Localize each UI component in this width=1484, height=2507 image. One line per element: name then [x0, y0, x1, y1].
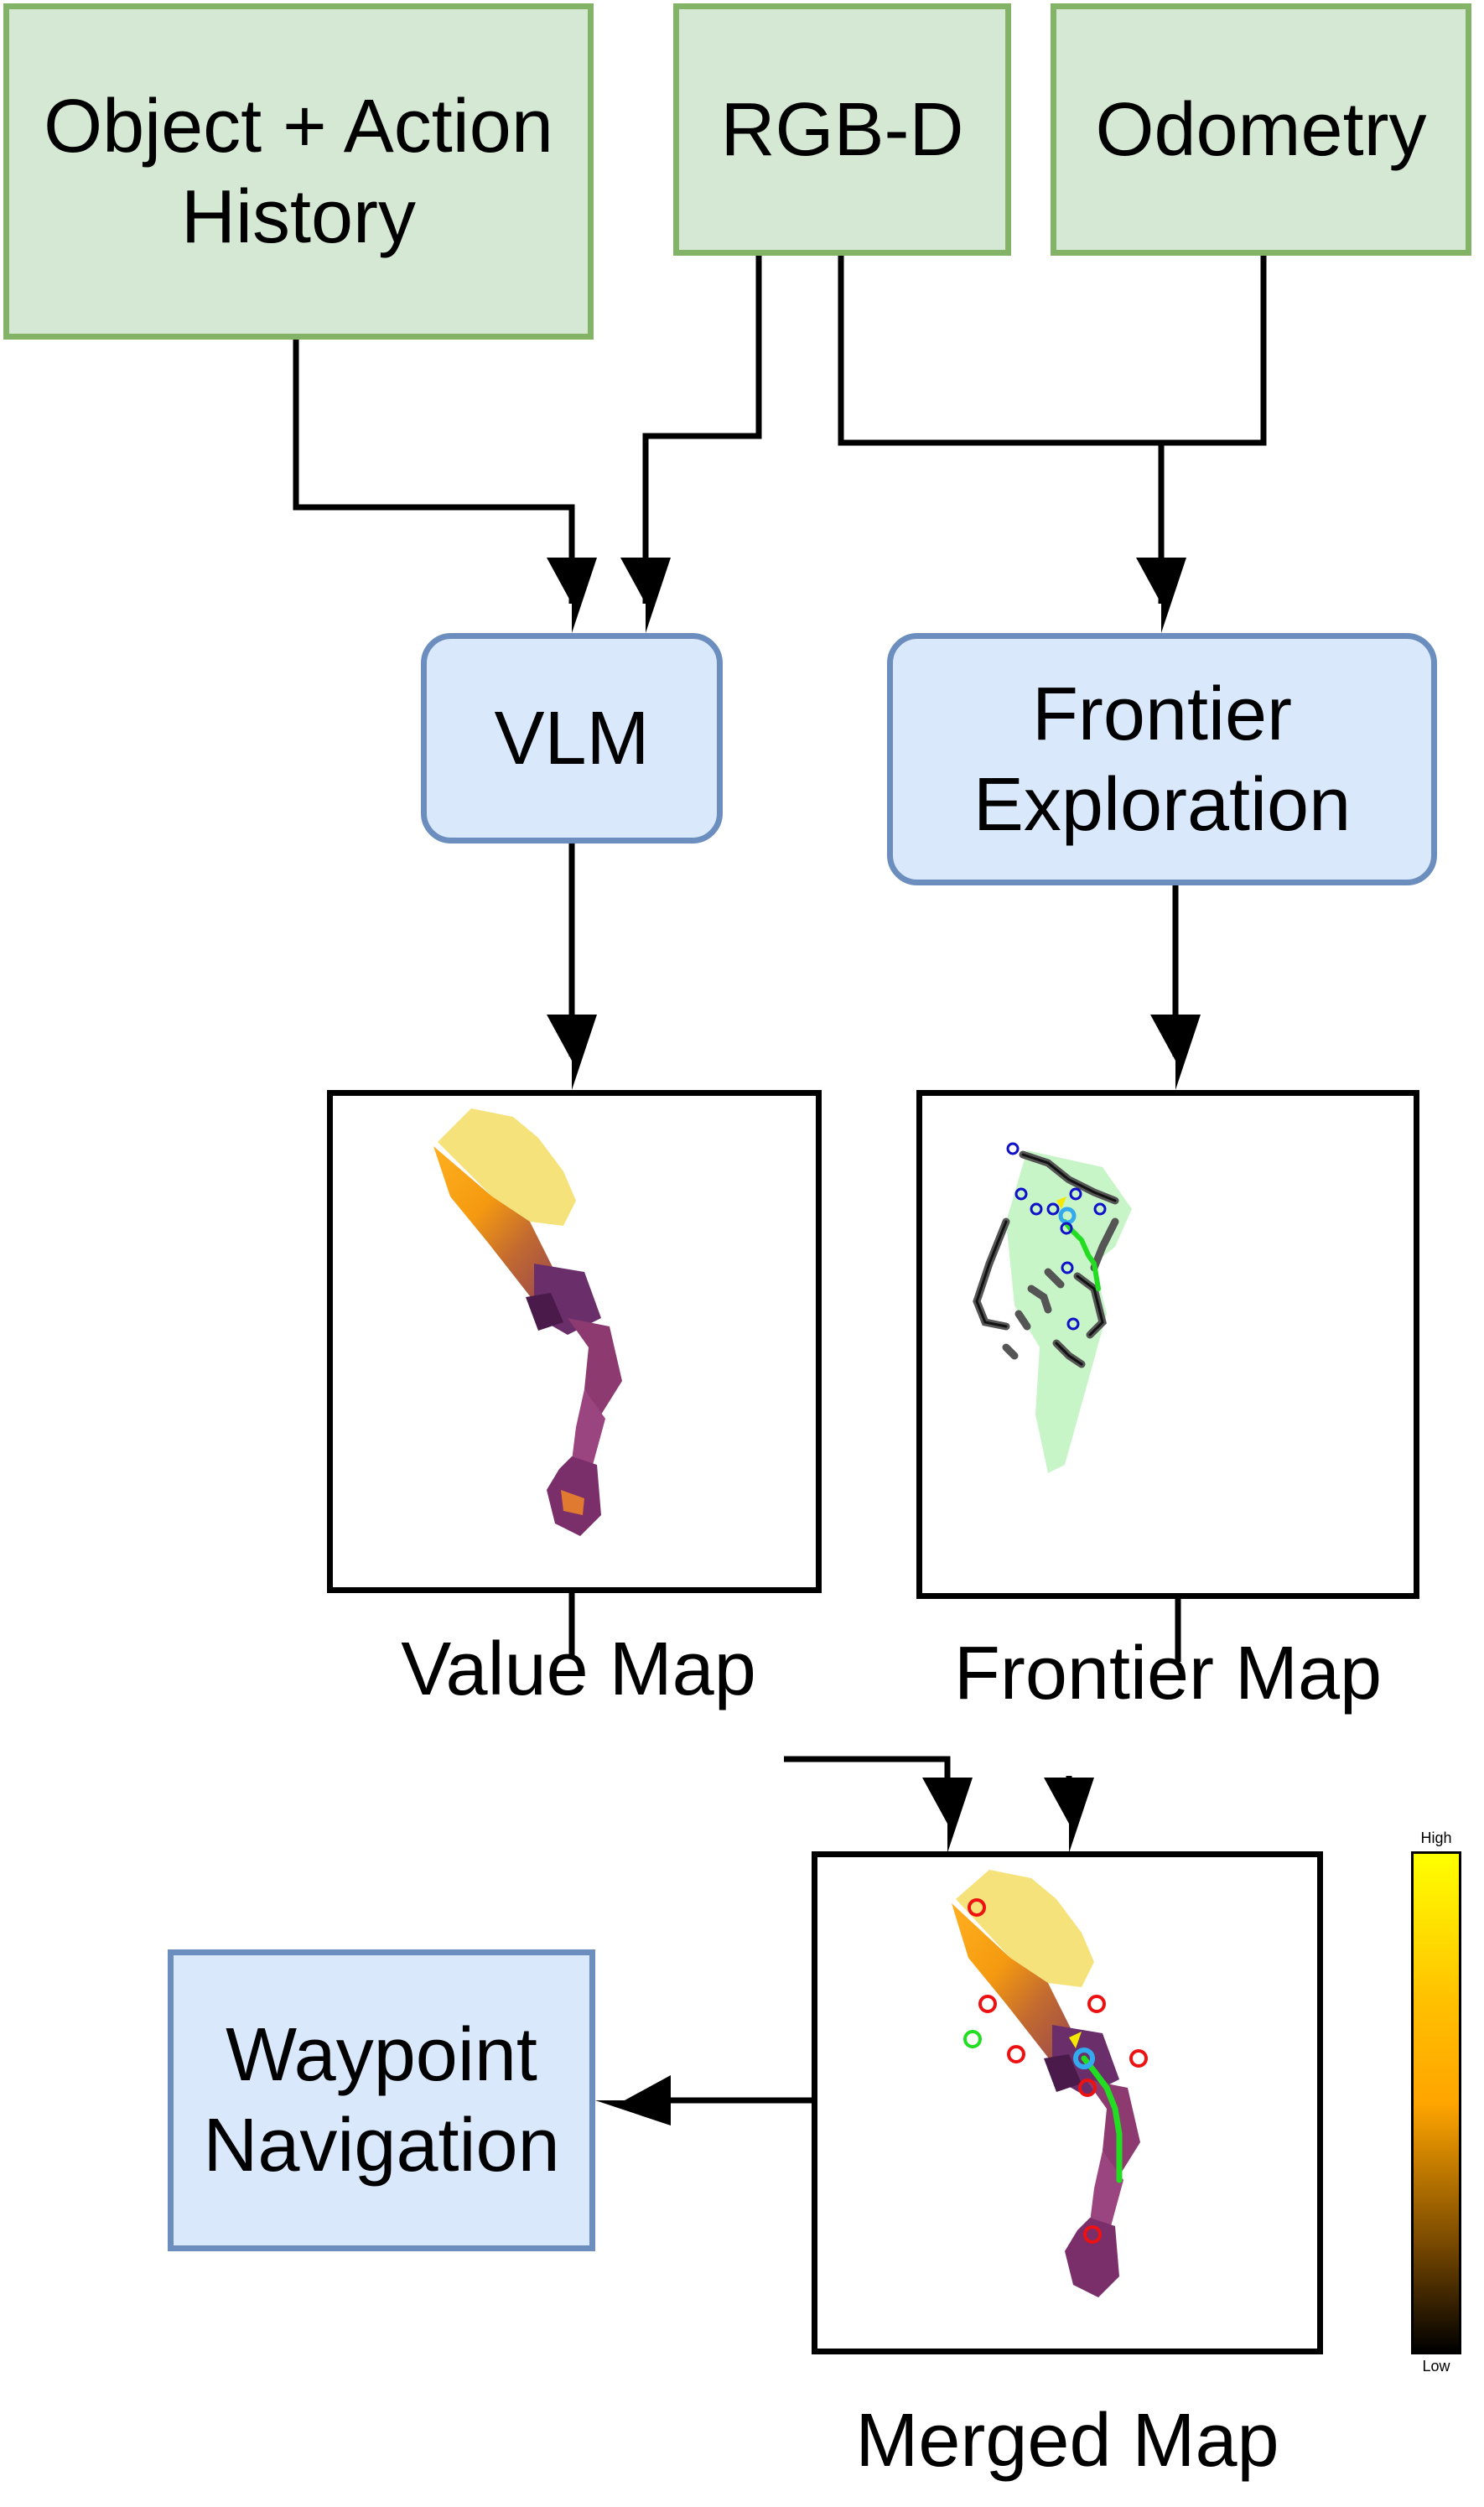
merged-agent-marker	[1073, 2048, 1095, 2069]
value-map-heat	[433, 1108, 622, 1536]
arrowhead-merged-right	[1044, 1778, 1094, 1853]
merged-selected-marker	[963, 2030, 982, 2048]
odometry-label: Odometry	[1095, 87, 1427, 172]
merged-frontier-markers	[968, 1898, 1148, 2244]
frontier-exploration-box: Frontier Exploration	[887, 633, 1437, 885]
rgbd-input-box: RGB-D	[673, 3, 1011, 256]
waypoint-navigation-box: Waypoint Navigation	[168, 1949, 595, 2251]
merged-map-panel	[812, 1851, 1323, 2354]
colorbar-low-label: Low	[1422, 2358, 1450, 2375]
waypoint-label-line1: Waypoint	[226, 2013, 537, 2097]
value-map-caption: Value Map	[401, 1627, 756, 1711]
arrowhead-valuemap	[547, 1015, 597, 1090]
wire-rgbd-to-vlm	[642, 256, 762, 604]
agent-heading-icon	[1056, 1196, 1066, 1209]
history-input-box: Object + Action History	[3, 3, 594, 340]
waypoint-label-line2: Navigation	[203, 2104, 560, 2188]
frontier-markers	[1006, 1142, 1107, 1331]
frontier-label-line1: Frontier	[1031, 672, 1293, 756]
rgbd-label: RGB-D	[720, 87, 964, 172]
value-map-image	[433, 1108, 622, 1536]
wire-history-to-vlm	[293, 340, 575, 604]
arrowhead-waypoint	[595, 2075, 671, 2126]
history-label-line2: History	[180, 174, 417, 259]
odometry-input-box: Odometry	[1051, 3, 1471, 256]
vlm-label: VLM	[494, 696, 650, 781]
arrowhead-merged-left	[922, 1778, 973, 1853]
arrowhead-rgbd-vlm	[620, 558, 671, 633]
merged-map-caption: Merged Map	[855, 2399, 1279, 2483]
frontier-label-line2: Exploration	[973, 762, 1352, 847]
wire-value-to-merged	[784, 1756, 951, 1807]
explored-area	[1006, 1150, 1132, 1473]
colorbar	[1411, 1851, 1461, 2354]
merged-heat	[952, 1870, 1140, 2297]
frontier-map-panel	[916, 1090, 1419, 1599]
merged-map-image	[952, 1870, 1148, 2297]
colorbar-high-label: High	[1420, 1830, 1452, 1846]
frontier-map-caption: Frontier Map	[953, 1632, 1383, 1715]
merged-agent-heading-icon	[1069, 2032, 1082, 2048]
arrowhead-frontiermap	[1150, 1015, 1201, 1090]
frontier-map-image	[973, 1142, 1132, 1473]
vlm-box: VLM	[421, 633, 723, 843]
merged-robot-path	[1081, 2055, 1123, 2183]
obstacle-core	[975, 1153, 1117, 1366]
wire-rgbd-odometry-join	[838, 256, 1267, 446]
history-label-line1: Object + Action	[44, 84, 553, 169]
value-map-panel	[327, 1090, 822, 1593]
arrowhead-frontier	[1136, 558, 1186, 633]
arrowhead-history-vlm	[547, 558, 597, 633]
